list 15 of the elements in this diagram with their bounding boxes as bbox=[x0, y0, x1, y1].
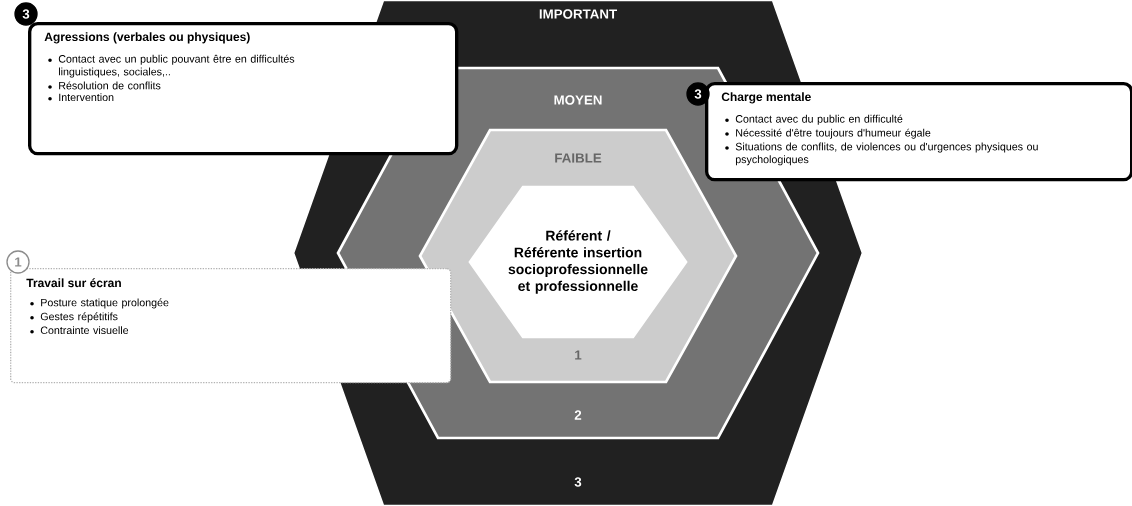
callout-title: Charge mentale bbox=[721, 92, 811, 104]
callout-box bbox=[28, 22, 459, 156]
hexagon-band: Référent / Référente insertion socioprofessionnelle et professionnelle bbox=[468, 185, 688, 339]
bullet-item: Résolution de conflits bbox=[48, 81, 161, 90]
number-badge: 3 bbox=[14, 2, 38, 26]
callout-title: Agressions (verbales ou physiques) bbox=[44, 32, 250, 44]
number-badge: 1 bbox=[6, 250, 30, 274]
bullet-item: Posture statique prolongée bbox=[30, 298, 169, 309]
number-badge: 3 bbox=[686, 82, 710, 106]
callout-box bbox=[705, 82, 1132, 182]
callout-box bbox=[10, 268, 452, 384]
bullet-item: Gestes répétitifs bbox=[30, 312, 118, 323]
callout-title: Travail sur écran bbox=[26, 278, 121, 288]
bullet-item: Intervention bbox=[48, 93, 114, 102]
bullet-item: Contrainte visuelle bbox=[30, 326, 129, 335]
